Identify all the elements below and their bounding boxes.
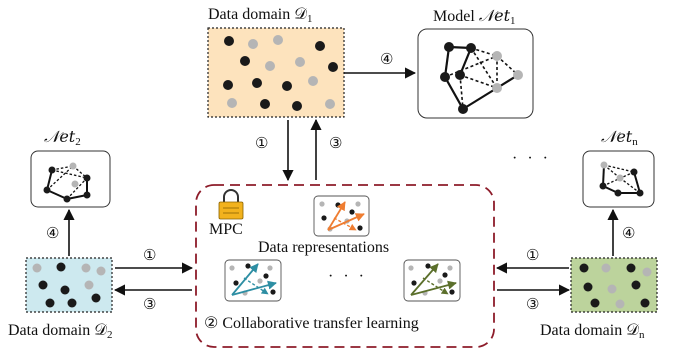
ellipsis-frame: · · · [328,268,367,285]
step-3-right: ③ [526,297,540,313]
domain-1-points [223,35,338,111]
collaborative-frame [195,184,495,348]
step-4-top: ④ [380,52,394,68]
flow-arrows [63,67,619,296]
step-1-left: ① [143,248,157,264]
data-domain-2-box [25,257,113,313]
step-3-top: ③ [329,136,343,152]
net2-box [30,150,111,208]
data-domain-1-box [207,27,345,118]
netn-label: 𝒩etn [601,127,638,149]
collaborative-transfer-label: ② Collaborative transfer learning [204,315,419,332]
data-representations-label: Data representations [258,239,390,256]
step-3-left: ③ [143,297,157,313]
ellipsis-top: · · · [512,150,551,167]
representation-top [313,195,370,237]
representation-left [224,259,282,302]
domain-n-label: Data domain 𝒟n [540,322,645,341]
step-4-right: ④ [622,226,636,242]
mpc-label: MPC [209,221,243,238]
model-net1-label: Model 𝒩et1 [433,6,516,28]
step-1-top: ① [255,136,269,152]
domain-2-label: Data domain 𝒟2 [8,322,113,341]
step-1-right: ① [526,248,540,264]
lock-icon [218,189,244,220]
netn-box [582,150,655,208]
step-4-left: ④ [46,226,60,242]
domain-1-label: Data domain 𝒟1 [208,6,313,25]
model-net1-box [417,28,534,119]
representation-right [403,259,461,302]
data-domain-n-box [570,257,658,313]
net2-label: 𝒩et2 [44,127,81,149]
